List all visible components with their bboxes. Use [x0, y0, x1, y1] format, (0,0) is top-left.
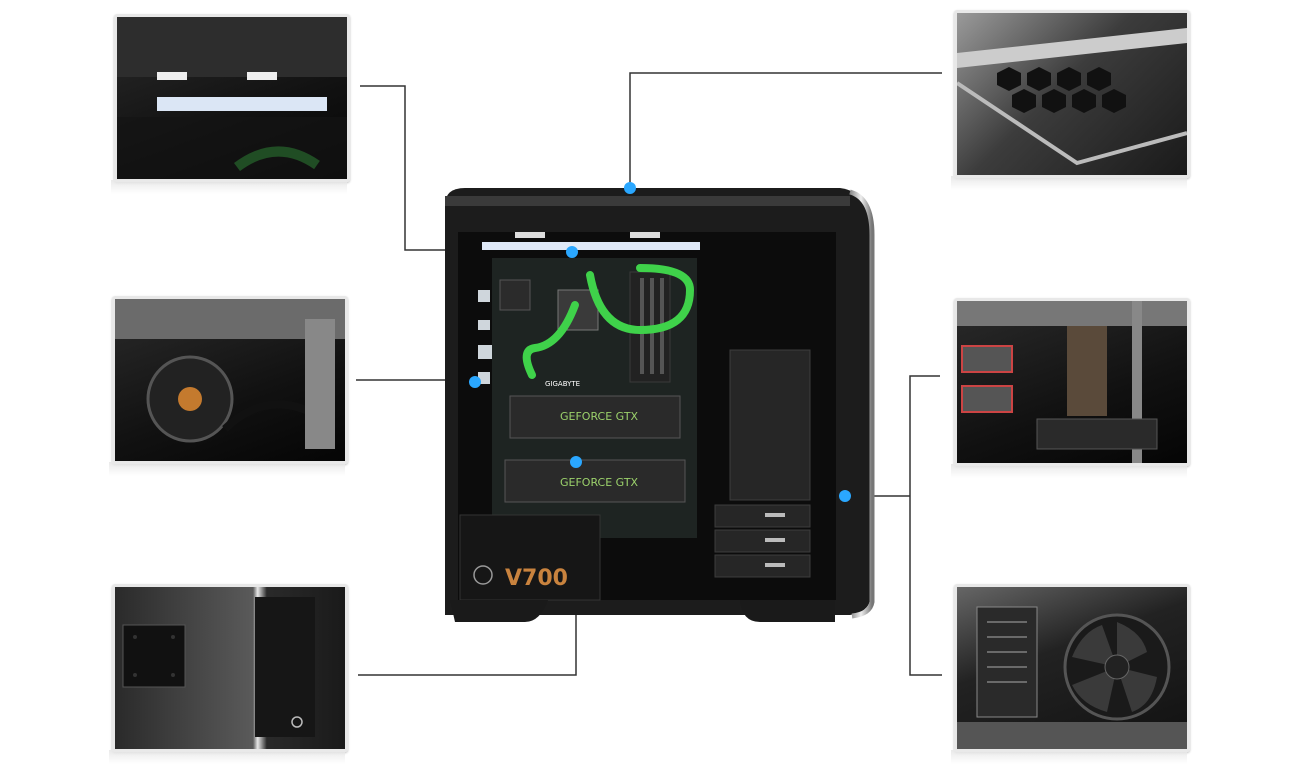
connector-top-right [629, 72, 942, 188]
gpu-label-bottom: GEFORCE GTX [560, 476, 639, 489]
thumb-top-right [954, 10, 1190, 178]
psu-label: V700 [505, 566, 568, 591]
hotspot-right [839, 490, 851, 502]
connector-mid-right [909, 375, 942, 676]
hotspot-center [570, 456, 582, 468]
thumb-bottom-left [112, 584, 348, 752]
thumb-bottom-right [954, 584, 1190, 752]
thumb-top-left [114, 14, 350, 182]
gpu-label-top: GEFORCE GTX [560, 410, 639, 423]
motherboard-brand: GIGABYTE [545, 380, 580, 388]
thumb-mid-right [954, 298, 1190, 466]
thumb-mid-left [112, 296, 348, 464]
hotspot-top [624, 182, 636, 194]
hotspot-upper [566, 246, 578, 258]
hotspot-left [469, 376, 481, 388]
